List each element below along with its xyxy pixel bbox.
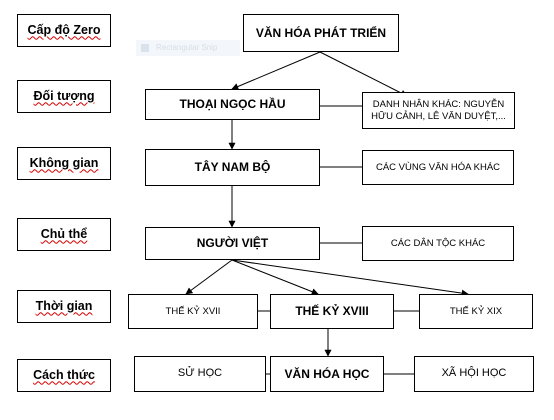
- node-van-hoa-hoc: VĂN HÓA HỌC: [270, 356, 384, 392]
- level-label-object: Đối tượng: [17, 80, 111, 113]
- node-xa-hoi-hoc: XÃ HỘI HỌC: [414, 356, 534, 392]
- node-su-hoc: SỬ HỌC: [134, 356, 266, 392]
- arrow-nguoi-viet-to-the-ky-xviii: [231, 259, 319, 295]
- arrow-root-to-thoai-ngoc-hau: [231, 51, 321, 90]
- level-label-space-text: Không gian: [29, 155, 99, 170]
- node-xa-hoi-hoc-label: XÃ HỘI HỌC: [441, 367, 507, 380]
- node-the-ky-xix-label: THẾ KỶ XIX: [449, 305, 503, 317]
- level-label-zero-text: Cấp độ Zero: [27, 22, 101, 37]
- node-tay-nam-bo-label: TÂY NAM BỘ: [194, 160, 271, 174]
- snip-tooltip-label: Rectangular Snip: [156, 43, 218, 52]
- node-nguoi-viet: NGƯỜI VIỆT: [145, 227, 320, 260]
- level-label-zero: Cấp độ Zero: [17, 14, 111, 47]
- arrow-nguoi-viet-to-the-ky-xvii: [185, 259, 233, 295]
- arrow-nguoi-viet-to-the-ky-xix: [231, 259, 469, 297]
- level-label-time-text: Thời gian: [35, 298, 93, 313]
- node-tay-nam-bo: TÂY NAM BỘ: [145, 149, 320, 186]
- level-label-space: Không gian: [17, 147, 111, 180]
- node-thoai-ngoc-hau: THOẠI NGỌC HẦU: [145, 89, 320, 120]
- node-danh-nhan-khac-label: DANH NHÂN KHÁC: NGUYỄN HỮU CẢNH, LÊ VĂN …: [371, 98, 506, 122]
- level-label-method-text: Cách thức: [33, 367, 95, 382]
- snip-icon: [141, 44, 149, 52]
- node-vung-van-hoa-khac-label: CÁC VÙNG VĂN HÓA KHÁC: [375, 161, 501, 173]
- node-the-ky-xviii-label: THẾ KỶ XVIII: [295, 304, 369, 318]
- level-label-subject: Chủ thể: [17, 218, 111, 251]
- level-label-time: Thời gian: [17, 290, 111, 323]
- node-thoai-ngoc-hau-label: THOẠI NGỌC HẦU: [179, 97, 286, 111]
- level-label-method: Cách thức: [17, 359, 111, 392]
- node-the-ky-xviii: THẾ KỶ XVIII: [270, 294, 394, 329]
- node-su-hoc-label: SỬ HỌC: [177, 367, 223, 380]
- node-nguoi-viet-label: NGƯỜI VIỆT: [196, 236, 269, 250]
- arrow-root-to-danh-nhan-khac: [319, 51, 408, 97]
- node-the-ky-xvii: THẾ KỶ XVII: [128, 294, 258, 329]
- node-dan-toc-khac-label: CÁC DÂN TỘC KHÁC: [390, 237, 486, 249]
- level-label-subject-text: Chủ thể: [40, 226, 88, 241]
- level-label-object-text: Đối tượng: [33, 88, 95, 103]
- node-danh-nhan-khac: DANH NHÂN KHÁC: NGUYỄN HỮU CẢNH, LÊ VĂN …: [362, 92, 515, 129]
- node-the-ky-xvii-label: THẾ KỶ XVII: [165, 305, 221, 317]
- node-van-hoa-phat-trien: VĂN HÓA PHÁT TRIỂN: [243, 14, 399, 52]
- node-dan-toc-khac: CÁC DÂN TỘC KHÁC: [362, 226, 514, 261]
- node-van-hoa-hoc-label: VĂN HÓA HỌC: [284, 366, 370, 381]
- faded-snip-tooltip: Rectangular Snip: [136, 40, 240, 56]
- node-van-hoa-phat-trien-label: VĂN HÓA PHÁT TRIỂN: [255, 25, 387, 40]
- node-the-ky-xix: THẾ KỶ XIX: [419, 294, 533, 329]
- node-vung-van-hoa-khac: CÁC VÙNG VĂN HÓA KHÁC: [362, 150, 514, 185]
